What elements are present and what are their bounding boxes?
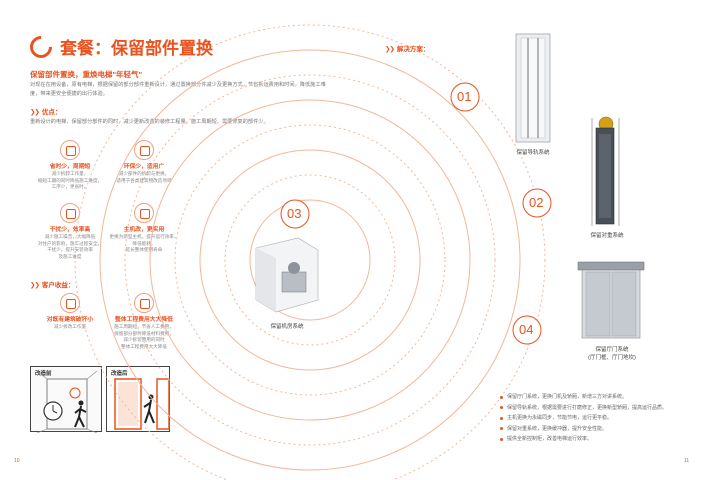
before-illustration: 改造前 <box>30 366 102 433</box>
cost-icon <box>134 293 154 313</box>
list-item: 提供全新控制柜，改善电梯运行效率。 <box>500 434 695 445</box>
feature-title: 干扰少，效率高 <box>49 227 91 233</box>
step-number: 02 <box>529 195 544 210</box>
ring <box>124 74 496 446</box>
before-label: 改造前 <box>35 371 52 377</box>
list-item: 保留厅门系统，更换门机及轿厢，新增三方对讲系统。 <box>500 392 695 403</box>
benefit-title: 整体工程费用大大降低 <box>115 317 173 323</box>
list-item: 主机更换为永磁同步，节能节电，运行更平稳。 <box>500 413 695 424</box>
product-label: 保留机房系统 <box>270 324 304 330</box>
advantages-heading: ❯❯优点： <box>30 109 62 116</box>
ring <box>149 99 471 421</box>
feature-desc: 减少部件的拆卸与更换， 适用于各类建筑物改造项目 <box>116 171 172 183</box>
number-circle <box>450 82 480 112</box>
solution-heading: ❯❯解决方案： <box>385 46 430 53</box>
feature-desc: 减少拆卸工作量， 缩短工期的同时降低施工难度， 工序少，更省时。 <box>37 171 103 189</box>
after-label: 改造后 <box>111 371 128 377</box>
ring <box>99 49 521 471</box>
page-number-left: 10 <box>14 458 20 464</box>
step-number: 04 <box>519 322 534 337</box>
product-label: 保留导轨系统 <box>516 150 550 156</box>
landing-door-product-icon <box>577 261 645 339</box>
double-chevron-icon: ❯❯ <box>30 109 40 116</box>
product-label: 保留厅门系统 <box>595 347 629 353</box>
ring <box>174 124 446 396</box>
benefit-desc: 施工周期短，节省人工费用， 保留部分部件降低材料费用， 减少拆装费用的同时 整体… <box>114 324 174 349</box>
ring <box>249 199 371 321</box>
number-circle <box>522 188 552 218</box>
benefit-item: 整体工程费用大大降低 施工周期短，节省人工费用， 保留部分部件降低材料费用， 减… <box>102 293 186 350</box>
list-item: 保留对重系统，更换缓冲器，提升安全性能。 <box>500 424 695 435</box>
feature-item: 环保少，适用广 减少部件的拆卸与更换， 适用于各类建筑物改造项目 <box>102 140 186 184</box>
building-icon <box>60 293 80 313</box>
recycle-icon <box>134 140 154 160</box>
feature-desc: 减少施工噪音，大幅降低 对住户的影响，施工过程安全， 干扰少，提升安装效率 及施… <box>37 234 103 259</box>
benefit-title: 对既有建筑破坏小 <box>46 317 94 323</box>
benefit-desc: 减少拆改工作量 <box>53 324 87 329</box>
after-illustration: 改造后 <box>106 366 170 432</box>
product-sublabel: (厅门框、厅门地坎) <box>588 355 636 361</box>
shield-icon <box>60 140 80 160</box>
guide-rail-product-icon <box>515 33 551 143</box>
step-number: 01 <box>457 89 472 104</box>
double-chevron-icon: ❯❯ <box>30 282 40 289</box>
list-item: 保留导轨系统，根据需要进行打磨修正，更换新型轿厢，提高运行品质。 <box>500 403 695 414</box>
ring <box>224 174 396 346</box>
solution-bullet-list: 保留厅门系统，更换门机及轿厢，新增三方对讲系统。 保留导轨系统，根据需要进行打磨… <box>500 392 695 445</box>
benefits-heading: ❯❯客户收益： <box>30 282 75 289</box>
double-chevron-icon: ❯❯ <box>385 46 395 53</box>
machine-room-product-icon <box>255 237 319 313</box>
step-number: 03 <box>287 206 302 221</box>
product-label: 保留对重系统 <box>590 233 624 239</box>
page-number-right: 11 <box>684 458 690 464</box>
feature-title: 省时少，周期短 <box>49 164 91 170</box>
advantages-text: 重新设计的电梯，保留部分部件的同时，减少更新改造的装修工程量，施工周期短、需要修… <box>30 119 269 125</box>
feature-item: 省时少，周期短 减少拆卸工作量， 缩短工期的同时降低施工难度， 工序少，更省时。 <box>28 140 112 191</box>
feature-desc: 更换为新型主机，提升运行效率， 降低能耗， 延长整体使用寿命 <box>109 234 179 252</box>
number-circle <box>280 199 310 229</box>
motor-icon <box>134 203 154 223</box>
intro-text: 对现在在用设备，原有电梯，根据保留的部分部件重新设计，通过置换部分件减少及更换方… <box>30 82 326 97</box>
section-subtitle: 保留部件置换，重焕电梯"年轻气" <box>30 70 143 79</box>
ring <box>74 24 546 480</box>
counterweight-product-icon <box>591 116 620 226</box>
before-scene-icon <box>36 370 98 433</box>
feature-title: 环保少，适用广 <box>123 164 165 170</box>
ring <box>199 149 421 371</box>
feature-item: 主机改，更实用 更换为新型主机，提升运行效率， 降低能耗， 延长整体使用寿命 <box>102 203 186 254</box>
feature-title: 主机改，更实用 <box>123 227 165 233</box>
number-circle <box>512 315 542 345</box>
benefit-item: 对既有建筑破坏小 减少拆改工作量 <box>28 293 112 331</box>
page-title: 套餐：保留部件置换 <box>60 39 213 58</box>
feature-item: 干扰少，效率高 减少施工噪音，大幅降低 对住户的影响，施工过程安全， 干扰少，提… <box>28 203 112 260</box>
